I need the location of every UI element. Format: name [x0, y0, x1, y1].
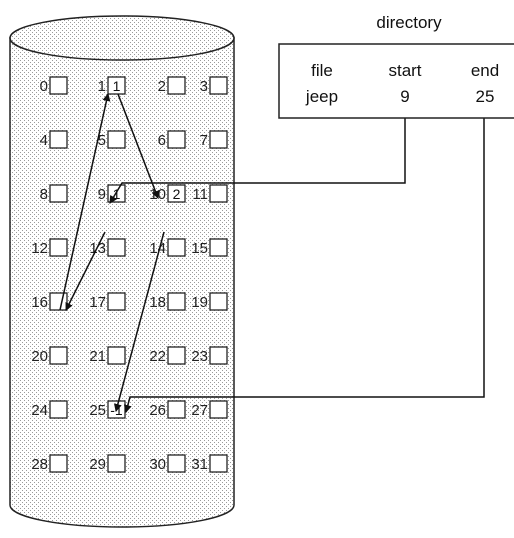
block-number-9: 9 — [98, 186, 106, 203]
block-31 — [210, 455, 227, 472]
block-14 — [168, 239, 185, 256]
block-number-16: 16 — [31, 294, 48, 311]
cell-end-block: 25 — [476, 87, 495, 106]
block-pointer-1: 1 — [113, 78, 121, 94]
block-number-26: 26 — [149, 402, 166, 419]
block-29 — [108, 455, 125, 472]
block-19 — [210, 293, 227, 310]
block-number-15: 15 — [191, 240, 208, 257]
block-number-1: 1 — [98, 78, 106, 95]
block-number-11: 11 — [192, 186, 208, 203]
block-18 — [168, 293, 185, 310]
block-15 — [210, 239, 227, 256]
block-6 — [168, 131, 185, 148]
block-number-7: 7 — [200, 132, 208, 149]
block-5 — [108, 131, 125, 148]
directory-box — [279, 44, 514, 118]
block-number-25: 25 — [89, 402, 106, 419]
cell-start-block: 9 — [400, 87, 409, 106]
block-27 — [210, 401, 227, 418]
block-3 — [210, 77, 227, 94]
block-number-21: 21 — [89, 348, 106, 365]
block-number-31: 31 — [191, 456, 208, 473]
block-0 — [50, 77, 67, 94]
block-7 — [210, 131, 227, 148]
block-16 — [50, 293, 67, 310]
directory-title: directory — [376, 13, 442, 32]
block-number-23: 23 — [191, 348, 208, 365]
block-number-22: 22 — [149, 348, 166, 365]
block-number-13: 13 — [89, 240, 106, 257]
block-30 — [168, 455, 185, 472]
block-13 — [108, 239, 125, 256]
block-8 — [50, 185, 67, 202]
block-number-20: 20 — [31, 348, 48, 365]
block-number-17: 17 — [89, 294, 106, 311]
block-pointer-10: 2 — [173, 186, 181, 202]
directory-table: directory file start end jeep 9 25 — [279, 13, 514, 118]
block-number-0: 0 — [40, 78, 48, 95]
block-number-3: 3 — [200, 78, 208, 95]
cell-file-name: jeep — [305, 87, 338, 106]
block-26 — [168, 401, 185, 418]
block-number-24: 24 — [31, 402, 48, 419]
block-number-10: 10 — [149, 186, 166, 203]
block-number-27: 27 — [191, 402, 208, 419]
block-number-19: 19 — [191, 294, 208, 311]
header-file: file — [311, 61, 333, 80]
block-2 — [168, 77, 185, 94]
block-21 — [108, 347, 125, 364]
block-11 — [210, 185, 227, 202]
header-start: start — [388, 61, 421, 80]
block-number-12: 12 — [31, 240, 48, 257]
block-number-4: 4 — [40, 132, 48, 149]
block-17 — [108, 293, 125, 310]
block-28 — [50, 455, 67, 472]
block-24 — [50, 401, 67, 418]
block-number-8: 8 — [40, 186, 48, 203]
block-20 — [50, 347, 67, 364]
block-number-18: 18 — [149, 294, 166, 311]
block-22 — [168, 347, 185, 364]
block-12 — [50, 239, 67, 256]
block-number-30: 30 — [149, 456, 166, 473]
block-23 — [210, 347, 227, 364]
block-number-6: 6 — [158, 132, 166, 149]
block-number-28: 28 — [31, 456, 48, 473]
block-number-29: 29 — [89, 456, 106, 473]
block-4 — [50, 131, 67, 148]
block-number-2: 2 — [158, 78, 166, 95]
header-end: end — [471, 61, 499, 80]
